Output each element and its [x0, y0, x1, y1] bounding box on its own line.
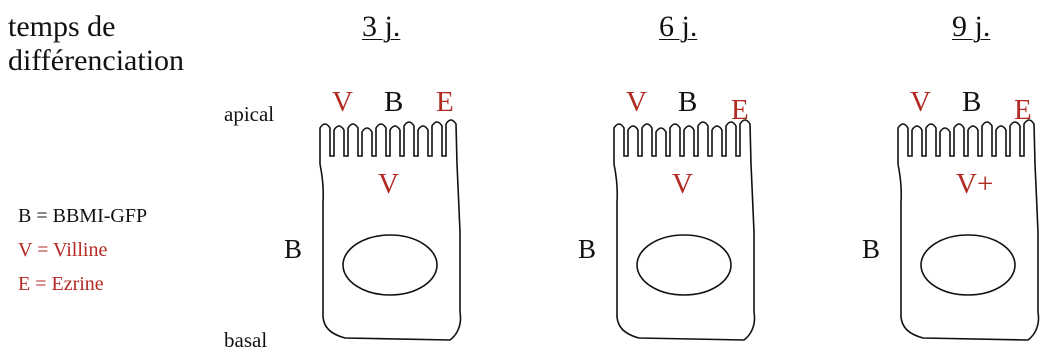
microvilli-ezrine-label: E	[1014, 94, 1032, 126]
lateral-bbmi-label: B	[578, 234, 597, 264]
epithelial-cell-drawing	[897, 119, 1040, 341]
cytoplasm-villine-label: V	[672, 168, 693, 200]
nucleus	[342, 234, 438, 296]
microvilli-bbmi-label: B	[678, 86, 698, 118]
microvilli-villine-label: V	[910, 86, 931, 118]
microvilli-brush-border	[897, 119, 1036, 165]
day-label: 6 j.	[659, 10, 698, 43]
lateral-bbmi-label: B	[862, 234, 881, 264]
microvilli-bbmi-label: B	[962, 86, 982, 118]
microvilli-brush-border	[319, 119, 458, 165]
lateral-bbmi-label: B	[284, 234, 303, 264]
heading-line-2: différenciation	[8, 44, 185, 77]
day-label: 3 j.	[362, 10, 401, 43]
epithelial-cell-drawing	[319, 119, 462, 341]
legend-entry-villine: V = Villine	[18, 239, 108, 261]
cell-outline	[319, 163, 462, 341]
heading-line-1: temps de	[8, 10, 116, 43]
basal-label: basal	[224, 328, 268, 352]
legend-entry-ezrine: E = Ezrine	[18, 273, 104, 295]
apical-label: apical	[224, 102, 275, 126]
legend-entry-bbmi: B = BBMI-GFP	[18, 205, 148, 227]
epithelial-cell-drawing	[613, 119, 756, 341]
microvilli-brush-border	[613, 119, 752, 165]
microvilli-villine-label: V	[626, 86, 647, 118]
microvilli-ezrine-label: E	[731, 94, 749, 126]
microvilli-bbmi-label: B	[384, 86, 404, 118]
cytoplasm-villine-plus-label: V+	[956, 168, 994, 200]
nucleus	[920, 234, 1016, 296]
cell-outline	[897, 163, 1040, 341]
cell-outline	[613, 163, 756, 341]
microvilli-ezrine-label: E	[436, 86, 454, 118]
nucleus	[636, 234, 732, 296]
day-label: 9 j.	[952, 10, 991, 43]
cytoplasm-villine-label: V	[378, 168, 399, 200]
microvilli-villine-label: V	[332, 86, 353, 118]
